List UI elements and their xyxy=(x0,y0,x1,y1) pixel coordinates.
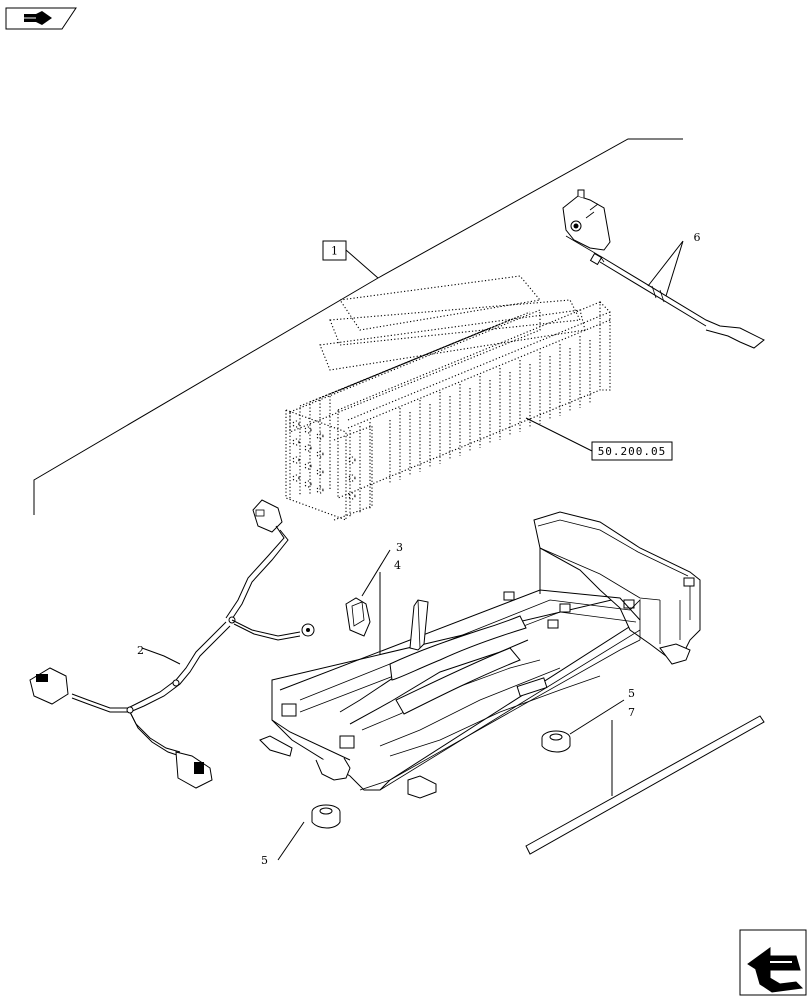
item-4-label: 4 xyxy=(394,559,401,572)
reference-callout[interactable]: 50.200.05 xyxy=(525,417,673,461)
item-1-callout: 1 xyxy=(322,240,379,279)
item-5-grommet-right: 5 xyxy=(541,687,635,753)
item-6-sensor: 6 xyxy=(562,189,765,349)
item-5-label-right: 5 xyxy=(628,687,635,700)
item-7-label: 7 xyxy=(628,706,635,719)
heater-housing xyxy=(259,511,701,799)
item-1-label: 1 xyxy=(331,245,338,258)
item-6-label: 6 xyxy=(694,231,701,244)
item-5-label-bottom: 5 xyxy=(261,854,268,867)
item-2-label: 2 xyxy=(137,644,144,657)
reference-code: 50.200.05 xyxy=(598,445,667,458)
item-4-leader: 4 xyxy=(379,559,401,656)
item-3-label: 3 xyxy=(396,541,403,554)
item-7-strip: 7 xyxy=(525,706,765,855)
heater-core xyxy=(285,275,611,521)
book-arrow-icon[interactable] xyxy=(5,7,77,30)
item-5-grommet-bottom: 5 xyxy=(261,804,341,867)
next-page-arrow-icon[interactable] xyxy=(739,929,807,996)
item-3-clip: 3 xyxy=(345,541,403,637)
item-2-harness: 2 xyxy=(29,499,315,789)
